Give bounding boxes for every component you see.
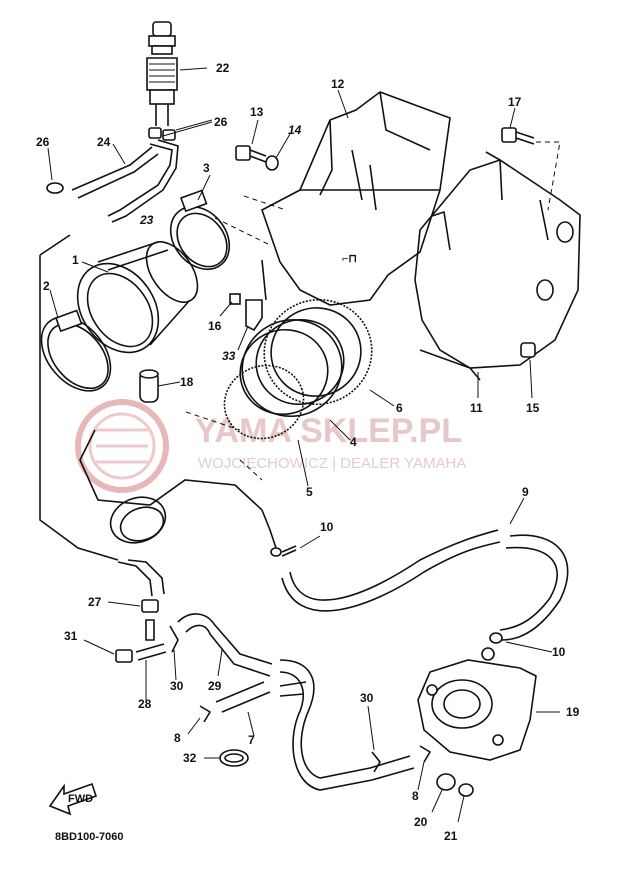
- catalog-code: 8BD100-7060: [55, 831, 124, 843]
- watermark-logo: [75, 399, 169, 493]
- part-26-clip-lower: [107, 599, 159, 613]
- label-part-32: 32: [183, 751, 197, 765]
- label-part-6: 6: [396, 401, 403, 415]
- label-part-5: 5: [306, 485, 313, 499]
- label-part-28: 28: [138, 697, 152, 711]
- part-8-clip-left: [187, 705, 212, 735]
- part-29-hose: [177, 613, 415, 791]
- label-part-13: 12: [331, 77, 345, 91]
- label-part-23: 22: [216, 61, 230, 75]
- part-14-bolt: [235, 119, 267, 163]
- label-part-2: 2: [43, 279, 50, 293]
- part-2-clamp: [40, 289, 112, 392]
- forward-direction-arrow: FWD: [48, 782, 98, 816]
- label-part-31: 31: [64, 629, 78, 643]
- part-16-nut: [520, 342, 536, 399]
- label-part-24: 23: [139, 213, 154, 227]
- part-19-plug: [139, 369, 181, 403]
- label-part-26-top: 26: [36, 135, 50, 149]
- fwd-arrow-label: FWD: [68, 793, 93, 805]
- part-31-clip: [83, 639, 133, 663]
- label-part-30-right: 30: [360, 691, 374, 705]
- part-9-hose: [281, 497, 569, 641]
- part-3-clamp: [169, 174, 231, 271]
- label-part-25: 24: [97, 135, 111, 149]
- label-part-30-left: 30: [170, 679, 184, 693]
- watermark-main-text: YAMA SKLEP.PL: [195, 412, 462, 450]
- label-part-18: 17: [508, 95, 522, 109]
- label-part-8-left: 8: [174, 731, 181, 745]
- part-21-cap: [431, 773, 456, 813]
- part-4-element: [239, 318, 351, 441]
- label-part-1: 1: [72, 253, 79, 267]
- label-part-4: 4: [350, 435, 357, 449]
- part-8-clip-right: [417, 745, 432, 791]
- part-11-clip: [489, 632, 553, 653]
- label-part-3: 3: [203, 161, 210, 175]
- part-27-clamps: [148, 119, 213, 141]
- label-part-33: 33: [222, 349, 236, 363]
- part-22-cap: [457, 783, 474, 823]
- part-13-airbox-case: ⌐⊓: [261, 89, 451, 306]
- label-part-12: 11: [470, 401, 483, 415]
- part-1-carb-joint: [76, 241, 199, 354]
- label-part-20: 19: [566, 705, 580, 719]
- label-part-9: 9: [522, 485, 529, 499]
- label-part-14: 13: [250, 105, 264, 119]
- label-part-15: 14: [288, 123, 302, 137]
- part-10-clip: [281, 535, 321, 557]
- part-32-spring-clip: [204, 749, 249, 767]
- airbox-marking: ⌐⊓: [342, 253, 357, 265]
- label-part-22: 21: [444, 829, 458, 843]
- part-5-ring: [223, 364, 309, 487]
- diagram-outline-lines: [39, 195, 287, 561]
- part-15-washer: [265, 133, 291, 171]
- label-part-19: 18: [180, 375, 194, 389]
- part-7-hose: [215, 681, 307, 737]
- label-part-10: 10: [320, 520, 334, 534]
- carburetor-boot: [109, 496, 282, 597]
- part-23-switch: [146, 21, 208, 126]
- label-part-26-bottom: 27: [88, 595, 102, 609]
- part-33-bracket: [237, 259, 267, 351]
- part-30-clip-right: [367, 705, 381, 773]
- label-part-17: 16: [208, 319, 222, 333]
- label-part-8-right: 8: [412, 789, 419, 803]
- label-part-16: 15: [526, 401, 540, 415]
- part-6-air-filter-element: [255, 298, 395, 407]
- watermark-sub-text: WOJCIECHOWICZ | DEALER YAMAHA: [198, 455, 466, 472]
- part-18-bolt: [501, 107, 561, 211]
- part-25-hose: [46, 139, 179, 223]
- part-12-airbox-cover: [414, 151, 581, 398]
- part-20-valve: [417, 647, 560, 761]
- label-part-21: 20: [414, 815, 428, 829]
- part-28-joint: [135, 619, 167, 700]
- label-part-29: 29: [208, 679, 222, 693]
- label-part-11: 10: [552, 645, 566, 659]
- part-labels: 22 26 26 24 23 3 1 2 12 13 14 17 16 33 1…: [36, 61, 580, 843]
- label-part-7: 7: [248, 733, 255, 747]
- watermark: YAMA SKLEP.PL WOJCIECHOWICZ | DEALER YAM…: [75, 399, 466, 493]
- part-30-clip-left: [169, 625, 179, 681]
- part-17-screw: [219, 293, 241, 317]
- label-part-27: 26: [214, 115, 228, 129]
